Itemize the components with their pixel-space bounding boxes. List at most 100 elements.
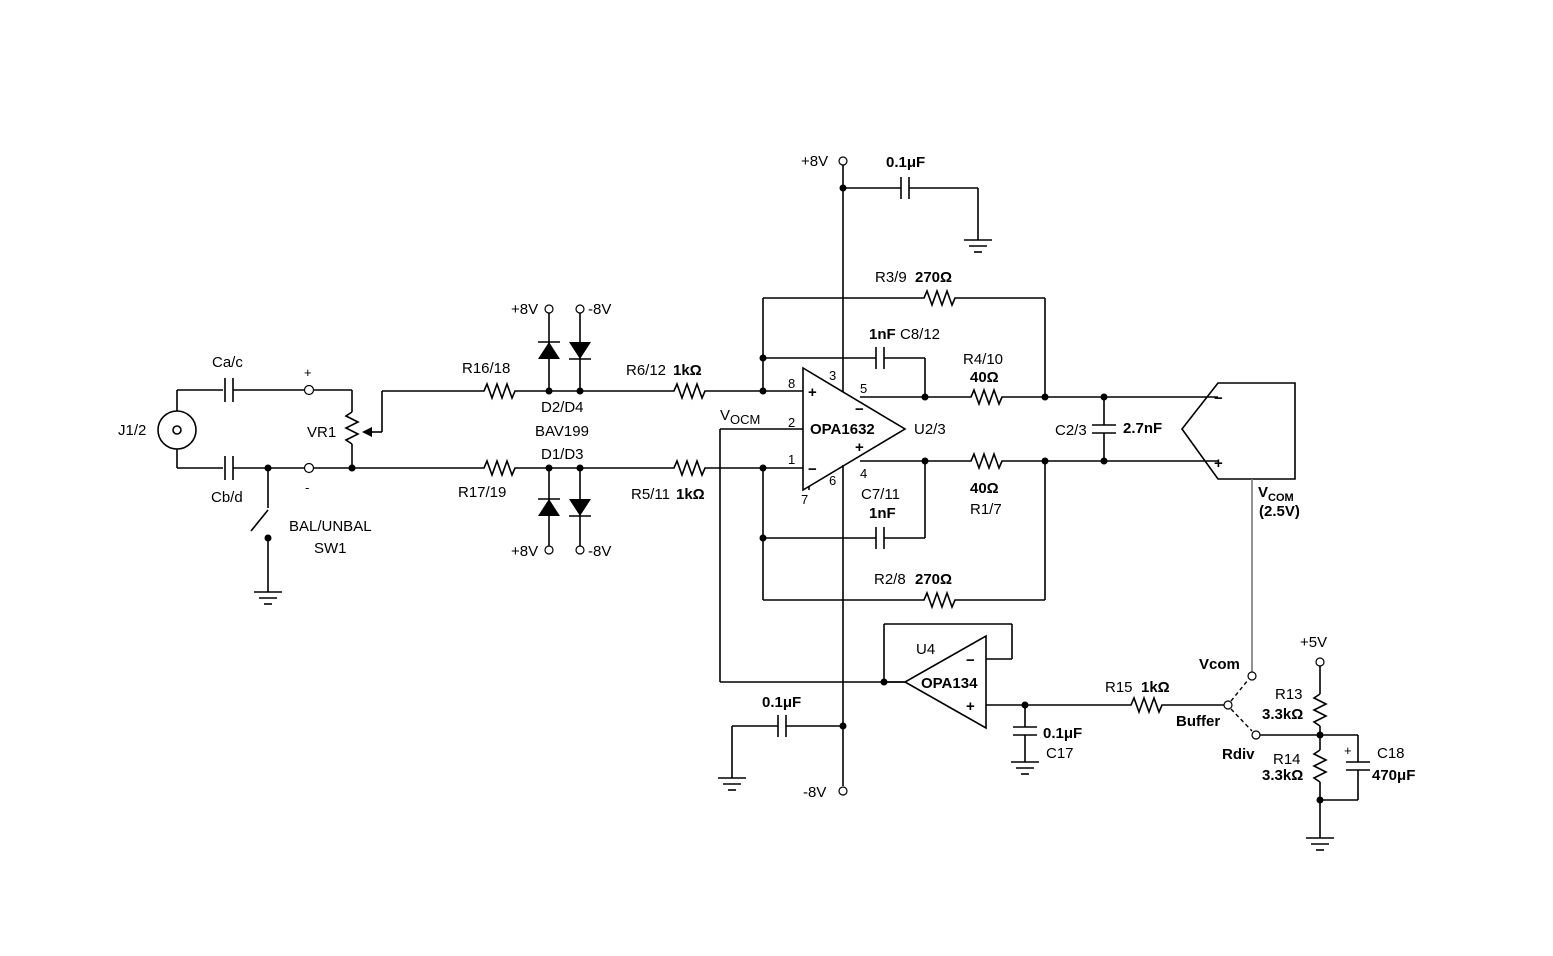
r17-label: R1/7: [970, 501, 1002, 518]
input-connector-j12: [157, 389, 223, 469]
pin-4: 4: [860, 466, 867, 481]
pin-2: 2: [788, 415, 795, 430]
buffer-switch-label: Buffer: [1176, 713, 1220, 730]
switch-sw1: [250, 468, 282, 605]
r410-label: R4/10: [963, 351, 1003, 368]
d24-p8v-label: +8V: [511, 301, 538, 318]
resistor-r15: [1124, 697, 1166, 713]
c18-polarity: +: [1344, 743, 1352, 758]
bal-unbal-label: BAL/UNBAL: [289, 518, 372, 535]
d13-p8v-label: +8V: [511, 543, 538, 560]
r13-value: 3.3kΩ: [1262, 706, 1303, 723]
opamp-opa134: [883, 623, 1125, 730]
c18-label: C18: [1377, 745, 1405, 762]
pin-3: 3: [829, 368, 836, 383]
cac-label: Ca/c: [212, 354, 243, 371]
resistor-r1618: [477, 383, 519, 399]
u23-label: U2/3: [914, 421, 946, 438]
c711-value: 1nF: [869, 505, 896, 522]
r612-label: R6/12: [626, 362, 666, 379]
plus-term-label: +: [304, 365, 312, 380]
cbd-label: Cb/d: [211, 489, 243, 506]
top-decoupling-cap-value: 0.1μF: [886, 154, 925, 171]
r28-label: R2/8: [874, 571, 906, 588]
vr1-label: VR1: [307, 424, 336, 441]
pin-1: 1: [788, 452, 795, 467]
vcom-label: VCOM: [1258, 484, 1294, 504]
d24-m8v-label: -8V: [588, 301, 611, 318]
opa1632-minus-input: −: [808, 461, 817, 478]
rdiv-switch-label: Rdiv: [1222, 746, 1255, 763]
c18-value: 470μF: [1372, 767, 1415, 784]
bav199-label: BAV199: [535, 423, 589, 440]
r28-value: 270Ω: [915, 571, 952, 588]
opa1632-label: OPA1632: [810, 421, 875, 438]
vcom-switch-label: Vcom: [1199, 656, 1240, 673]
clamp-diodes-d1d3: [538, 468, 591, 546]
capacitor-c18: [1320, 734, 1370, 801]
resistor-r39: [917, 290, 959, 306]
c812-label: C8/12: [900, 326, 940, 343]
opa134-label: OPA134: [921, 675, 978, 692]
c17-label: C17: [1046, 745, 1074, 762]
r15-label: R15: [1105, 679, 1133, 696]
pin-5: 5: [860, 381, 867, 396]
potentiometer-vr1: [313, 389, 478, 469]
resistor-r410: [964, 389, 1006, 405]
d1d3-label: D1/D3: [541, 446, 584, 463]
opa1632-plus-input: +: [808, 384, 817, 401]
resistor-r612: [667, 383, 709, 399]
vcom-selector-switch: [1223, 671, 1320, 740]
opa1632-minus-output: −: [855, 401, 864, 418]
resistor-r14: [1312, 749, 1328, 783]
input-minus-terminal: [303, 462, 315, 474]
r1719-label: R17/19: [458, 484, 506, 501]
p5v-label: +5V: [1300, 634, 1327, 651]
adc-plus-input: +: [1214, 455, 1223, 472]
minus-term-label: -: [305, 480, 309, 495]
adc-minus-input: −: [1214, 390, 1223, 407]
pin-8: 8: [788, 376, 795, 391]
sw1-label: SW1: [314, 540, 347, 557]
vocm-label: VOCM: [720, 407, 760, 427]
resistor-r28: [917, 592, 959, 608]
r17-value: 40Ω: [970, 480, 999, 497]
opa134-plus-input: +: [966, 698, 975, 715]
d13-m8v-label: -8V: [588, 543, 611, 560]
r14-label: R14: [1273, 751, 1301, 768]
opa134-minus-input: −: [966, 652, 975, 669]
j12-label: J1/2: [118, 422, 146, 439]
opa1632-plus-output: +: [855, 439, 864, 456]
rail-m8v-label: -8V: [803, 784, 826, 801]
c711-label: C7/11: [861, 486, 900, 503]
r511-value: 1kΩ: [676, 486, 705, 503]
c17-value: 0.1μF: [1043, 725, 1082, 742]
adc-input-block: [1180, 382, 1296, 480]
r15-value: 1kΩ: [1141, 679, 1170, 696]
u4-label: U4: [916, 641, 935, 658]
r410-value: 40Ω: [970, 369, 999, 386]
resistor-r511: [667, 460, 709, 476]
c23-value: 2.7nF: [1123, 420, 1162, 437]
bottom-decoupling-cap-value: 0.1μF: [762, 694, 801, 711]
r39-value: 270Ω: [915, 269, 952, 286]
rail-p8v-label: +8V: [801, 153, 828, 170]
r13-label: R13: [1275, 686, 1303, 703]
clamp-diodes-d2d4: [538, 313, 591, 391]
c23-label: C2/3: [1055, 422, 1087, 439]
pin-7: 7: [801, 492, 808, 507]
c812-value: 1nF: [869, 326, 896, 343]
r14-value: 3.3kΩ: [1262, 767, 1303, 784]
r511-label: R5/11: [631, 486, 670, 503]
vcom-value: (2.5V): [1259, 503, 1300, 520]
r39-label: R3/9: [875, 269, 907, 286]
d2d4-label: D2/D4: [541, 399, 584, 416]
resistor-r17: [964, 453, 1006, 469]
input-plus-terminal: [303, 384, 315, 396]
pin-6: 6: [829, 473, 836, 488]
r1618-label: R16/18: [462, 360, 510, 377]
r612-value: 1kΩ: [673, 362, 702, 379]
capacitor-cac: [224, 378, 305, 402]
resistor-r13: [1312, 693, 1328, 727]
